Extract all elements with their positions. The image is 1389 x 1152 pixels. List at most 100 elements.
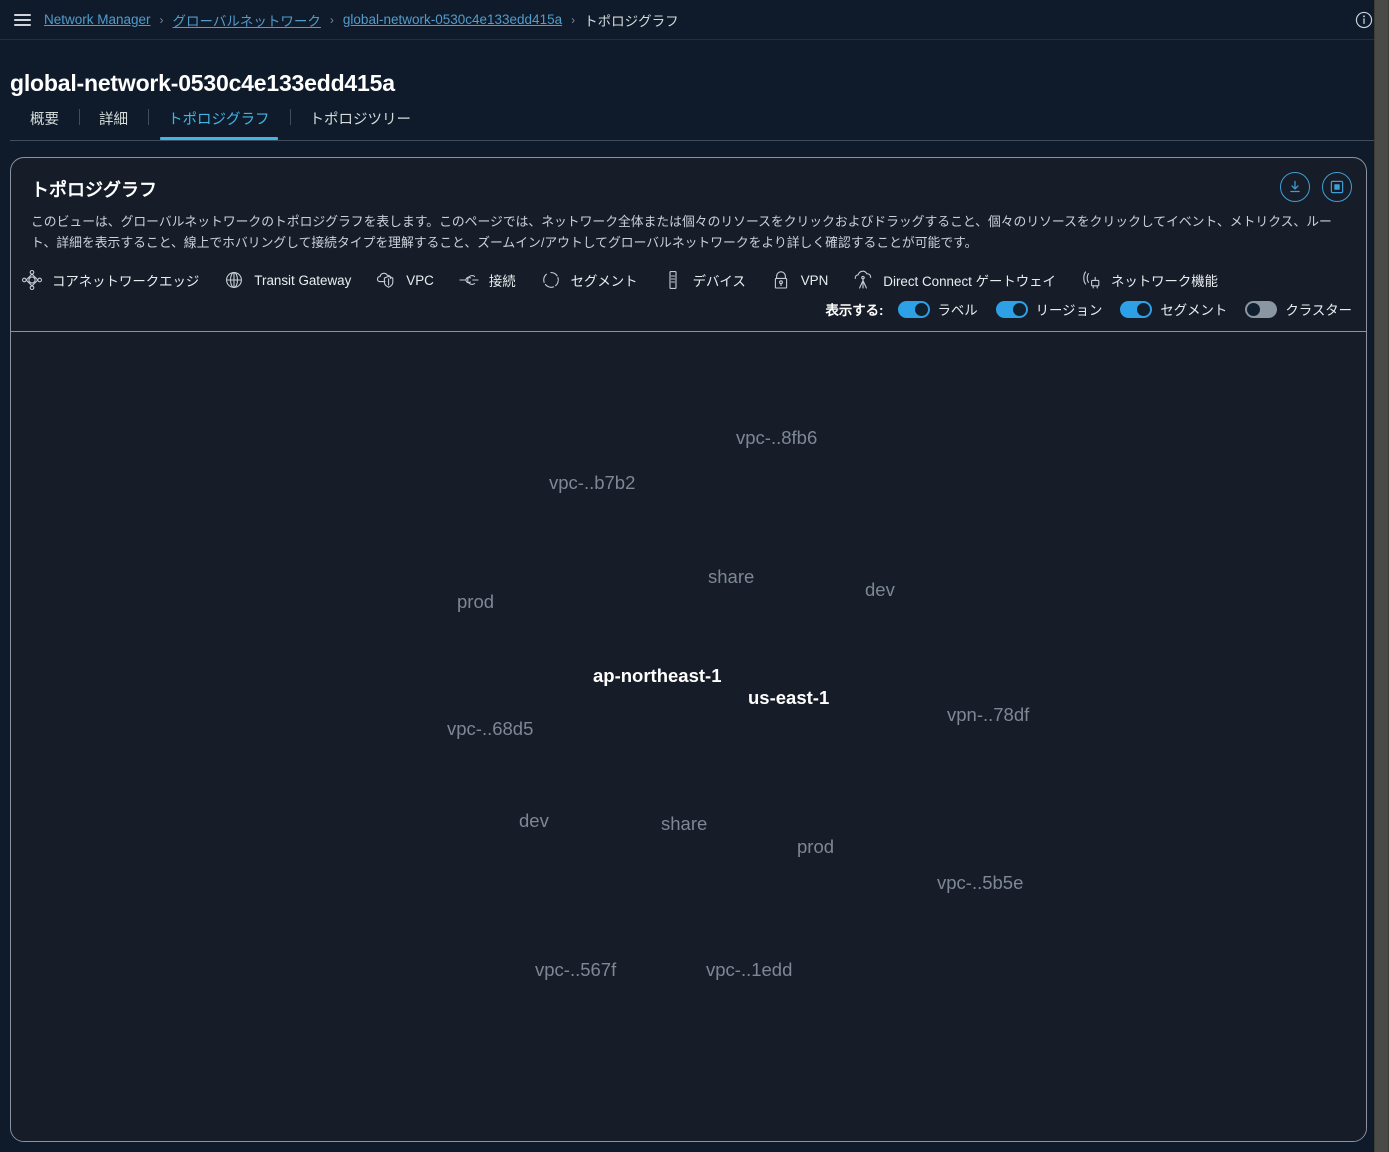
legend-item-label: Transit Gateway xyxy=(254,272,352,288)
vpc-icon-wrap xyxy=(373,267,399,293)
toggle-4[interactable]: クラスター xyxy=(1245,299,1352,319)
breadcrumb-separator: › xyxy=(159,12,164,27)
page-title: global-network-0530c4e133edd415a xyxy=(10,70,395,96)
graph-node-label-seg-prod1: prod xyxy=(457,591,495,613)
device-icon-wrap xyxy=(660,267,686,293)
fit-screen-icon xyxy=(1330,180,1344,194)
connection-icon xyxy=(459,275,479,286)
legend-item-2: Transit Gateway xyxy=(221,267,351,293)
toggle-switch-1[interactable] xyxy=(897,300,930,318)
graph-node-label-seg-share1: share xyxy=(708,566,755,588)
panel-description: このビューは、グローバルネットワークのトポロジグラフを表します。このページでは、… xyxy=(31,214,1332,250)
toggle-switch-3[interactable] xyxy=(1120,300,1153,318)
topology-graph-svg[interactable] xyxy=(11,332,311,482)
legend-item-label: デバイス xyxy=(692,274,746,290)
breadcrumb-item-3[interactable]: global-network-0530c4e133edd415a xyxy=(342,12,563,27)
toggles-label: 表示する: xyxy=(825,303,884,319)
core-network-edge-icon-wrap xyxy=(19,267,45,293)
hamburger-bars xyxy=(13,11,31,29)
legend-item-8: Direct Connect ゲートウェイ xyxy=(850,267,1056,293)
vpc-icon xyxy=(377,273,394,289)
network-function-icon-wrap xyxy=(1078,267,1104,293)
graph-node-label-seg-prod2: prod xyxy=(797,836,835,858)
direct-connect-gateway-icon-wrap xyxy=(850,267,876,293)
tab-3[interactable]: トポロジグラフ xyxy=(148,108,290,140)
vpn-icon-wrap xyxy=(768,267,794,293)
breadcrumb-item-2[interactable]: グローバルネットワーク xyxy=(172,13,321,29)
hamburger-bar-2 xyxy=(13,18,31,21)
breadcrumb: Network Manager › グローバルネットワーク › global-netwo… xyxy=(44,10,679,30)
graph-node-label-cne-use1: us-east-1 xyxy=(748,687,830,709)
transit-gateway-icon-wrap xyxy=(221,267,247,293)
graph-node-label-vpc-68d5: vpc-..68d5 xyxy=(447,718,534,740)
legend-item-label: ネットワーク機能 xyxy=(1110,274,1219,290)
legend-item-label: VPC xyxy=(406,272,434,288)
toggles-items: ラベル リージョン セグメント クラスター xyxy=(897,299,1352,319)
toggle-switch-4[interactable] xyxy=(1245,300,1278,318)
legend-item-9: ネットワーク機能 xyxy=(1078,267,1218,293)
legend-item-3: VPC xyxy=(373,267,434,293)
display-toggles-row: 表示する: ラベル リージョン セグメント クラスター xyxy=(11,293,1366,319)
toggle-label-2: リージョン xyxy=(1035,303,1103,319)
download-button[interactable] xyxy=(1280,172,1310,202)
page-scrollbar-track[interactable] xyxy=(1374,0,1389,1152)
toggle-knob xyxy=(1247,302,1261,316)
legend-item-label: セグメント xyxy=(570,274,638,290)
graph-node-label-vpc-1edd: vpc-..1edd xyxy=(706,959,793,981)
network-function-icon xyxy=(1083,271,1100,289)
legend-item-label: コアネットワークエッジ xyxy=(52,274,200,290)
info-circle-icon[interactable] xyxy=(1355,11,1373,29)
toggle-knob xyxy=(1012,302,1026,316)
toggle-switch-2[interactable] xyxy=(995,300,1028,318)
legend-item-4: 接続 xyxy=(456,267,516,293)
graph-node-label-seg-share2: share xyxy=(661,813,708,835)
hamburger-bar-3 xyxy=(13,23,31,26)
hamburger-menu-icon[interactable] xyxy=(0,0,44,40)
tab-1[interactable]: 概要 xyxy=(30,112,59,128)
fit-to-screen-button[interactable] xyxy=(1322,172,1352,202)
tab-bar: 概要 詳細トポロジグラフトポロジツリー xyxy=(10,108,1378,141)
legend-item-7: VPN xyxy=(768,267,829,293)
core-network-edge-icon xyxy=(21,270,43,291)
graph-node-label-vpc-8fb6: vpc-..8fb6 xyxy=(736,427,818,449)
toggle-2[interactable]: リージョン xyxy=(995,299,1103,319)
top-navigation-bar: Network Manager › グローバルネットワーク › global-netwo… xyxy=(0,0,1389,40)
legend-item-1: コアネットワークエッジ xyxy=(19,267,199,293)
topology-graph-panel: トポロジグラフ このビューは、グローバルネットワークのトポロジグラフを表します。… xyxy=(10,157,1367,1142)
graph-node-label-seg-dev1: dev xyxy=(865,579,895,601)
vpn-icon xyxy=(774,271,787,289)
panel-action-buttons xyxy=(1280,172,1352,202)
direct-connect-gateway-icon xyxy=(855,271,872,289)
toggle-3[interactable]: セグメント xyxy=(1120,299,1227,319)
tab-4[interactable]: トポロジツリー xyxy=(289,108,432,139)
segment-icon-wrap xyxy=(538,267,564,293)
legend-row: コアネットワークエッジ Transit Gateway VPC 接続 セグメント デバイス… xyxy=(11,253,1366,293)
toggle-1[interactable]: ラベル xyxy=(897,299,978,319)
graph-node-label-vpn-78df: vpn-..78df xyxy=(947,704,1030,726)
graph-node-label-vpc-567f: vpc-..567f xyxy=(535,959,617,981)
toggle-label-3: セグメント xyxy=(1160,303,1228,319)
topology-graph-canvas[interactable]: vpc-..8fb6 vpc-..b7b2 prod share dev ap-north… xyxy=(11,332,1366,1141)
legend-item-label: VPN xyxy=(800,272,829,288)
transit-gateway-icon xyxy=(226,272,243,289)
panel-title: トポロジグラフ xyxy=(31,180,157,200)
device-icon xyxy=(669,271,677,290)
graph-node-label-vpc-b7b2: vpc-..b7b2 xyxy=(549,472,636,494)
graph-node-label-cne-apne1: ap-northeast-1 xyxy=(593,665,722,687)
breadcrumb-item-4: トポロジグラフ xyxy=(584,13,679,29)
panel-header: トポロジグラフ このビューは、グローバルネットワークのトポロジグラフを表します。… xyxy=(11,158,1366,253)
graph-node-label-seg-dev2: dev xyxy=(519,810,549,832)
page-scrollbar-thumb[interactable] xyxy=(1375,0,1388,1152)
legend-item-label: Direct Connect ゲートウェイ xyxy=(883,274,1056,290)
toggle-label-1: ラベル xyxy=(937,303,978,319)
segment-icon xyxy=(542,272,559,289)
hamburger-bar-1 xyxy=(13,13,31,16)
toggle-knob xyxy=(1137,302,1151,316)
connection-icon-wrap xyxy=(456,267,482,293)
graph-node-label-vpc-5b5e: vpc-..5b5e xyxy=(937,872,1024,894)
legend-item-5: セグメント xyxy=(538,267,638,293)
tab-2[interactable]: 詳細 xyxy=(79,108,148,139)
breadcrumb-item-1[interactable]: Network Manager xyxy=(44,12,151,27)
breadcrumb-separator: › xyxy=(329,12,334,27)
legend-item-label: 接続 xyxy=(488,274,516,290)
